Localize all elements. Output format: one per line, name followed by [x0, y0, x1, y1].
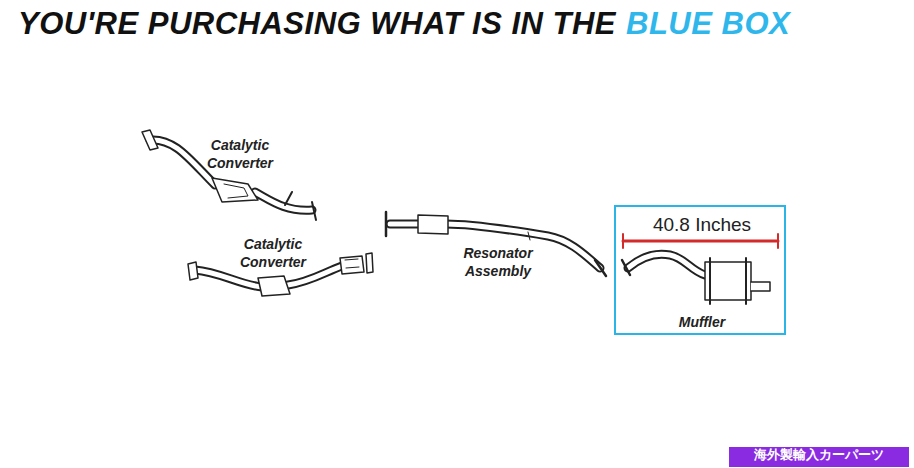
title-highlight: BLUE BOX	[626, 6, 790, 41]
muffler-assembly	[622, 254, 770, 304]
part-label: Catalytic Converter	[228, 235, 318, 271]
watermark-box: 海外製輸入カーパーツ	[729, 447, 909, 467]
part-label: Resonator Assembly	[448, 244, 548, 280]
part-label: Catalytic Converter	[195, 136, 285, 172]
blue-box: 40.8 InchesMuffler	[614, 205, 786, 335]
title: YOU'RE PURCHASING WHAT IS IN THE	[18, 6, 616, 41]
dimension-label: 40.8 Inches	[616, 215, 788, 236]
upper-converter-pipe	[142, 130, 316, 220]
part-label: Muffler	[616, 315, 788, 330]
dimension-line	[623, 234, 778, 248]
watermark: 海外製輸入カーパーツ	[729, 448, 909, 462]
title-bar: YOU'RE PURCHASING WHAT IS IN THE BLUE BOX	[18, 6, 790, 42]
